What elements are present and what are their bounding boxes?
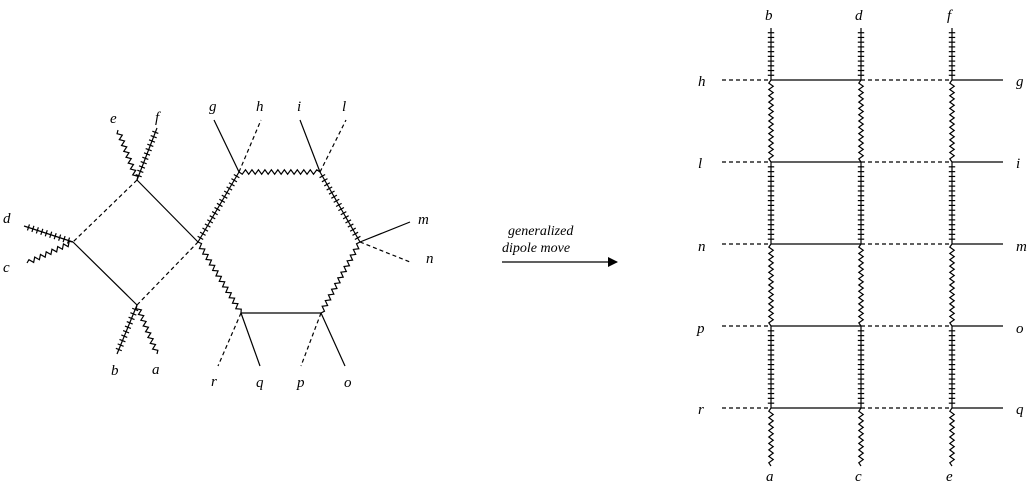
rail-1-seg3	[857, 326, 865, 408]
leg-o	[320, 312, 346, 367]
leg-e	[116, 129, 139, 181]
hex-edge-right-lower	[320, 241, 361, 314]
label-a: a	[152, 362, 160, 378]
right-graph-edges	[722, 28, 1003, 467]
leg-c	[26, 240, 74, 264]
label-o: o	[344, 375, 352, 391]
leg-m	[359, 221, 411, 243]
left-label-2: n	[698, 239, 706, 255]
square-edge-bottom-left	[72, 241, 138, 306]
bottom-label-0: a	[766, 469, 774, 485]
rail-top-1	[857, 28, 865, 80]
rail-top-2	[948, 28, 956, 80]
label-b: b	[111, 363, 119, 379]
label-h: h	[256, 99, 264, 115]
top-label-1: d	[855, 8, 863, 24]
label-n: n	[426, 251, 434, 267]
rail-top-0	[767, 28, 775, 80]
right-label-1: i	[1016, 156, 1020, 172]
leg-l	[319, 119, 347, 173]
leg-a	[135, 304, 159, 355]
label-p: p	[296, 375, 305, 391]
leg-r	[217, 312, 242, 367]
rail-bottom-2	[948, 407, 956, 467]
label-c: c	[3, 260, 10, 276]
left-label-1: l	[698, 156, 702, 172]
label-d: d	[3, 211, 11, 227]
leg-p	[300, 312, 322, 367]
label-m: m	[418, 212, 429, 228]
rail-1-seg1	[857, 162, 865, 244]
rail-0-seg3	[767, 326, 775, 408]
left-graph-edges	[23, 119, 411, 367]
rail-2-seg0	[948, 79, 956, 163]
rail-2-seg3	[948, 326, 956, 408]
left-label-4: r	[698, 402, 704, 418]
rail-0-seg0	[767, 79, 775, 163]
arrow-caption-line2: dipole move	[502, 241, 570, 256]
label-g: g	[209, 99, 217, 115]
right-label-4: q	[1016, 402, 1024, 418]
right-label-0: g	[1016, 74, 1024, 90]
left-label-3: p	[696, 321, 705, 337]
rail-2-seg1	[948, 162, 956, 244]
rail-0-seg2	[767, 243, 775, 327]
label-l: l	[342, 99, 346, 115]
label-r: r	[211, 374, 217, 390]
top-label-2: f	[947, 8, 953, 24]
label-e: e	[110, 111, 117, 127]
right-label-2: m	[1016, 239, 1027, 255]
leg-q	[240, 312, 261, 367]
label-f: f	[155, 110, 161, 126]
bottom-label-1: c	[855, 469, 862, 485]
rail-1-seg0	[857, 79, 865, 163]
leg-h	[238, 119, 262, 173]
square-edge-bottom-right	[136, 241, 199, 306]
leg-f	[135, 127, 159, 181]
rail-bottom-1	[857, 407, 865, 467]
rail-0-seg1	[767, 162, 775, 244]
hex-edge-left-lower	[197, 241, 242, 314]
rail-2-seg2	[948, 243, 956, 327]
top-label-0: b	[765, 8, 773, 24]
leg-d	[23, 224, 74, 244]
rail-1-seg2	[857, 243, 865, 327]
hex-edge-right-upper	[319, 171, 361, 243]
generalized-dipole-move-arrow: generalized dipole move	[502, 224, 618, 267]
arrow-caption-line1: generalized	[508, 224, 574, 239]
leg-n	[359, 241, 411, 263]
label-i: i	[297, 99, 301, 115]
hex-edge-top	[238, 168, 321, 176]
bottom-label-2: e	[946, 469, 953, 485]
rail-bottom-0	[767, 407, 775, 467]
hex-edge-left-upper	[197, 171, 240, 243]
left-label-0: h	[698, 74, 706, 90]
leg-b	[115, 304, 139, 355]
left-graph: e f g h i l d c m n b a r q p o	[3, 99, 434, 391]
leg-i	[299, 119, 321, 173]
square-edge-top-right	[136, 179, 199, 243]
right-label-3: o	[1016, 321, 1024, 337]
leg-g	[213, 119, 240, 173]
label-q: q	[256, 375, 264, 391]
right-graph: b d f a c e h l n p r g i m o q	[696, 8, 1027, 485]
square-edge-top-left	[72, 179, 138, 243]
